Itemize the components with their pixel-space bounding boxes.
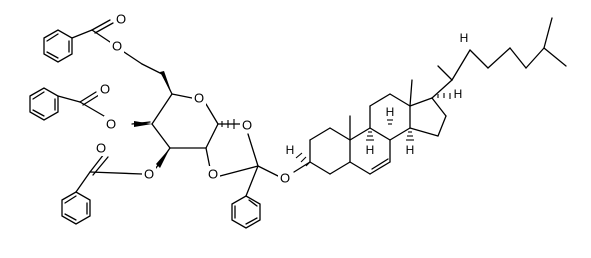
atom-label-h-c8: H [386, 105, 395, 119]
orthoester-ring [205, 123, 279, 229]
side-chain [431, 17, 567, 99]
atom-label-o-ring: O [194, 91, 204, 106]
atom-label-h-c17: H [454, 87, 463, 101]
steroid-ring-d [409, 97, 447, 137]
atom-label-o-carbonyl-1: O [116, 12, 126, 27]
atom-label-o-orthoester-1: O [242, 118, 252, 133]
atom-label-h-c9: H [366, 143, 375, 157]
angular-methyl-c18 [409, 79, 413, 107]
atom-label-h-c3: H [286, 143, 295, 157]
atom-label-h-c20: H [460, 31, 469, 45]
atom-label-o-ester-1: O [112, 39, 122, 54]
benzene-ring-4 [231, 195, 261, 229]
benzene-ring-2 [29, 87, 59, 121]
stereo-bonds [134, 71, 451, 168]
atom-label-o-carbonyl-3: O [96, 141, 106, 156]
steroid-ring-c [369, 93, 411, 141]
benzene-ring-1 [43, 29, 73, 63]
benzoyl-group-bottom [61, 147, 171, 225]
atom-label-o-ester-2: O [106, 117, 116, 132]
atom-label-o-glycosidic: O [280, 171, 290, 186]
benzoyl-group-top [43, 19, 163, 75]
benzene-ring-3 [61, 191, 91, 225]
atom-label-o-orthoester-2: O [208, 167, 218, 182]
atom-label-layer: O O O O O O O O O O H H H H H H [94, 12, 469, 186]
steroid-ring-a [293, 127, 351, 175]
atom-label-o-ester-3: O [144, 167, 154, 182]
bond-layer [29, 17, 567, 229]
atom-label-o-carbonyl-2: O [100, 82, 110, 97]
benzoyl-group-middle [29, 87, 151, 125]
atom-label-h-c14: H [406, 143, 415, 157]
steroid-ring-b [349, 127, 391, 175]
pyranose-ring [151, 73, 219, 149]
